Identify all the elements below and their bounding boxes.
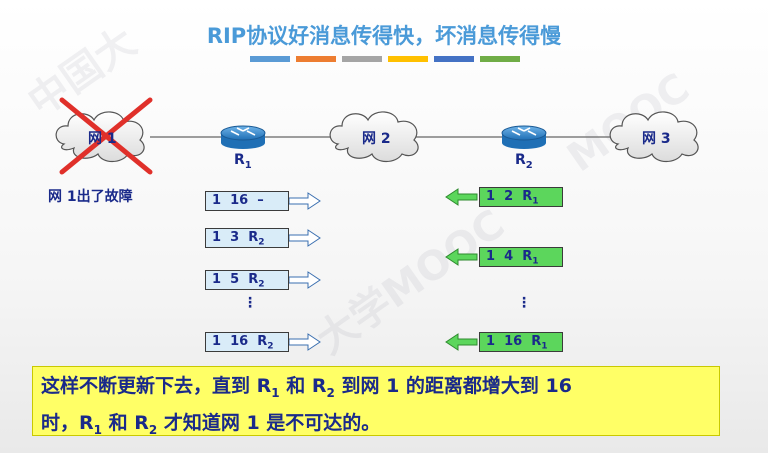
r1-route-entry: 1 16 R2 [205, 332, 289, 352]
cloud-net3 [609, 111, 699, 163]
net3-label: 网 3 [642, 131, 671, 147]
router-r2-icon [501, 125, 547, 149]
explanation-box: 这样不断更新下去，直到 R1 和 R2 到网 1 的距离都增大到 16 时，R1… [32, 366, 720, 437]
color-bar-segment [434, 56, 474, 62]
color-bar-segment [480, 56, 520, 62]
page-title: RIP协议好消息传得快，坏消息传得慢 [206, 24, 562, 48]
net2-label: 网 2 [362, 131, 391, 147]
ellipsis-r1: ⋮ [243, 295, 257, 311]
ellipsis-r2: ⋮ [517, 295, 531, 311]
r1-route-entry: 1 16 – [205, 191, 289, 211]
color-bar-segment [296, 56, 336, 62]
color-bar-segment [342, 56, 382, 62]
fault-cross-icon [59, 97, 153, 175]
explanation-line-1: 这样不断更新下去，直到 R1 和 R2 到网 1 的距离都增大到 16 [41, 375, 572, 400]
arrow-right-icon [288, 192, 321, 351]
cloud-net2 [329, 111, 419, 163]
r1-route-entry: 1 3 R2 [205, 228, 289, 248]
color-bar-segment [250, 56, 290, 62]
arrow-left-icon [445, 188, 478, 351]
router-r1-icon [220, 125, 266, 149]
fault-caption: 网 1出了故障 [48, 189, 133, 205]
explanation-line-2: 时，R1 和 R2 才知道网 1 是不可达的。 [41, 411, 381, 437]
color-bar-segment [388, 56, 428, 62]
r1-route-entry: 1 5 R2 [205, 270, 289, 290]
r2-route-entry: 1 2 R1 [479, 187, 563, 207]
title-color-bar [250, 56, 520, 62]
router-r1-label: R1 [234, 152, 252, 171]
r2-route-entry: 1 4 R1 [479, 247, 563, 267]
router-r2-label: R2 [515, 152, 533, 171]
net1-label: 网 1 [88, 131, 117, 147]
r2-route-entry: 1 16 R1 [479, 332, 563, 352]
